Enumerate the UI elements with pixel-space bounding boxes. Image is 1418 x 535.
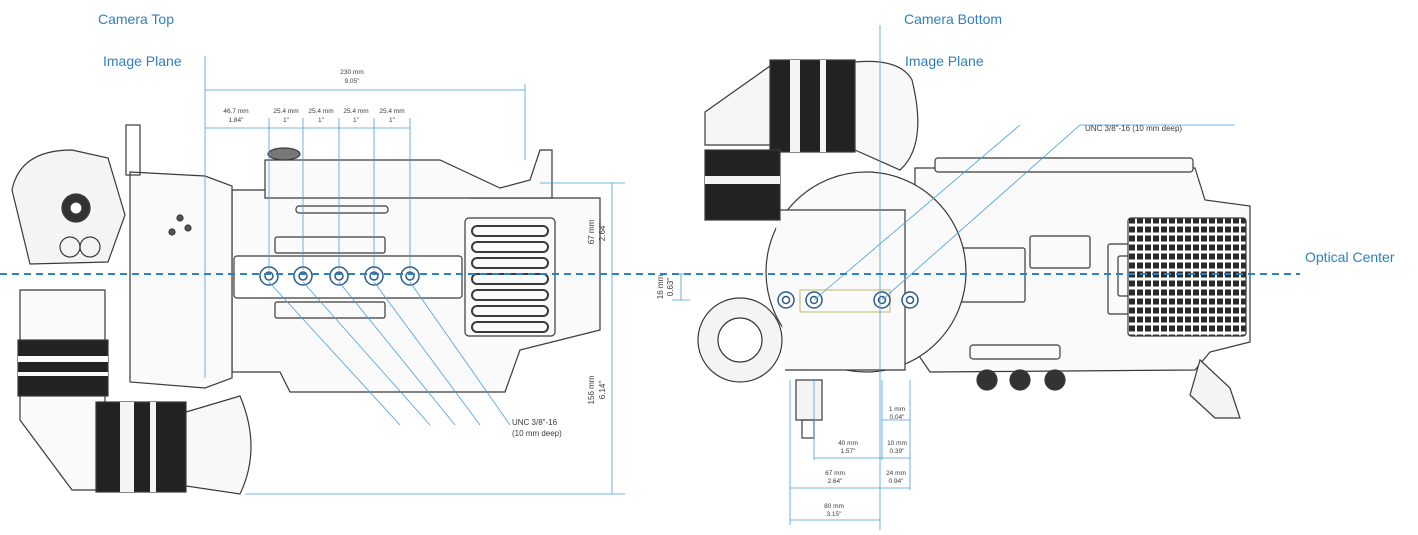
top-thread-line2: (10 mm deep) <box>512 429 562 438</box>
top-height-lower-in: 6.14" <box>598 381 607 400</box>
top-handle-outline <box>264 149 553 199</box>
bottom-dim-4-in: 2.64" <box>828 478 844 485</box>
top-knob <box>267 147 301 161</box>
bottom-dim-3-mm: 10 mm <box>887 440 907 447</box>
top-spacing-2-in: 1" <box>283 117 290 124</box>
top-dimension-lines <box>204 56 625 495</box>
top-thread-line1: UNC 3/8"-16 <box>512 418 558 427</box>
camera-bottom-label: Camera Bottom <box>904 11 1003 27</box>
bottom-thread-label: UNC 3/8"-16 (10 mm deep) <box>1085 124 1182 133</box>
top-height-upper-mm: 67 mm <box>587 219 596 244</box>
bottom-dim-2-mm: 40 mm <box>838 440 858 447</box>
top-lens-mount <box>129 171 233 389</box>
bottom-dim-5-in: 0.94" <box>889 478 905 485</box>
top-viewfinder-rings <box>17 339 109 397</box>
bottom-offset-mm: 16 mm <box>656 274 665 299</box>
bottom-viewfinder <box>704 64 781 146</box>
bottom-dim-2-in: 1.57" <box>841 448 857 455</box>
bottom-dim-1-in: 0.04" <box>890 414 906 421</box>
bottom-offset-in: 0.63" <box>666 278 675 297</box>
bottom-vent-grille <box>1127 217 1247 337</box>
top-spacing-4-mm: 25.4 mm <box>343 108 368 115</box>
top-overall-mm: 230 mm <box>340 69 363 76</box>
top-overall-in: 9.05" <box>345 78 361 85</box>
bottom-dim-5-mm: 24 mm <box>886 470 906 477</box>
bottom-dimension-lines <box>672 25 1235 530</box>
top-spacing-3-in: 1" <box>318 117 325 124</box>
image-plane-right-label: Image Plane <box>905 53 984 69</box>
bottom-dim-4-mm: 67 mm <box>825 470 845 477</box>
top-spacing-5-mm: 25.4 mm <box>379 108 404 115</box>
bottom-dim-6-in: 3.15" <box>827 511 843 518</box>
top-spacing-1-mm: 46.7 mm <box>223 108 248 115</box>
image-plane-left-label: Image Plane <box>103 53 182 69</box>
top-spacing-5-in: 1" <box>389 117 396 124</box>
top-spacing-2-mm: 25.4 mm <box>273 108 298 115</box>
bottom-dim-6-mm: 80 mm <box>824 503 844 510</box>
top-eyecup <box>185 395 252 495</box>
top-spacing-4-in: 1" <box>353 117 360 124</box>
bottom-dim-1-mm: 1 mm <box>889 406 905 413</box>
top-spacing-1-in: 1.84" <box>229 117 245 124</box>
top-spacing-3-mm: 25.4 mm <box>308 108 333 115</box>
bottom-connectors <box>969 344 1066 391</box>
camera-top-view <box>11 124 601 495</box>
bottom-dim-3-in: 0.39" <box>890 448 906 455</box>
camera-top-label: Camera Top <box>98 11 175 27</box>
top-handle-slot <box>295 205 389 214</box>
top-height-lower-mm: 156 mm <box>587 375 596 404</box>
top-vent-grille <box>464 217 556 337</box>
camera-bottom-view <box>697 59 1251 439</box>
optical-center-label: Optical Center <box>1305 249 1395 265</box>
top-height-upper-in: 2.64" <box>598 223 607 242</box>
